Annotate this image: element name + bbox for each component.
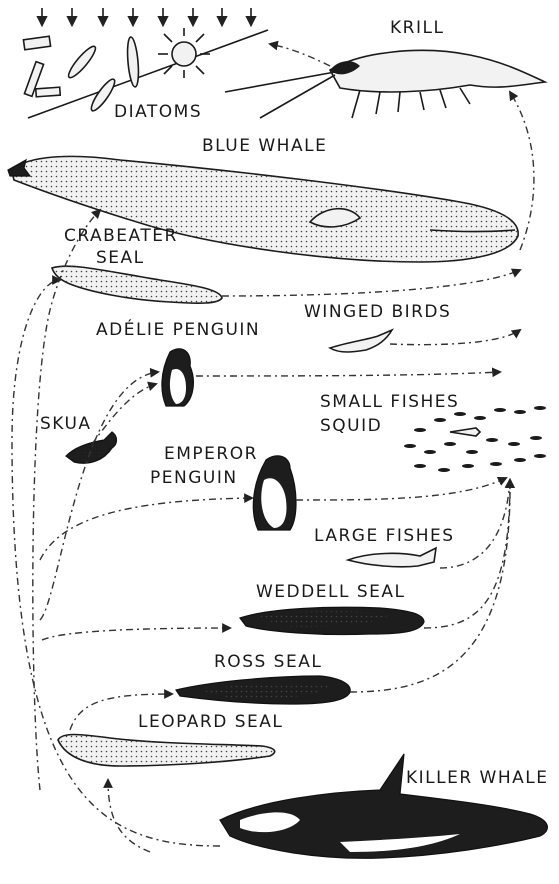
diatoms-label: DIATOMS	[114, 102, 202, 122]
winged-birds-label: WINGED BIRDS	[304, 302, 451, 322]
leopard-seal-label: LEOPARD SEAL	[138, 712, 283, 732]
emperor-penguin-illustration	[253, 456, 296, 530]
small-fishes-label-line2: SQUID	[320, 416, 382, 436]
ross-seal-illustration	[176, 676, 350, 704]
blue-whale-label: BLUE WHALE	[202, 136, 327, 156]
leopard-seal-illustration	[58, 735, 275, 767]
small-fishes-label-line1: SMALL FISHES	[320, 392, 459, 412]
large-fishes-label: LARGE FISHES	[314, 526, 455, 546]
crabeater-seal-label-line2: SEAL	[96, 248, 145, 268]
adelie-penguin-illustration	[162, 349, 193, 406]
small-fishes-squid-illustration	[404, 406, 546, 472]
skua-label: SKUA	[40, 414, 92, 434]
krill-label: KRILL	[390, 18, 444, 38]
krill-illustration	[225, 50, 545, 118]
emperor-penguin-label-line1: EMPEROR	[164, 444, 258, 464]
crabeater-seal-label-line1: CRABEATER	[64, 226, 178, 246]
crabeater-seal-illustration	[52, 266, 222, 303]
adelie-penguin-label: ADÉLIE PENGUIN	[96, 320, 260, 340]
weddell-seal-label: WEDDELL SEAL	[256, 582, 405, 602]
emperor-penguin-label-line2: PENGUIN	[150, 468, 238, 488]
winged-birds-illustration	[330, 330, 392, 352]
blue-whale-illustration	[8, 156, 518, 262]
killer-whale-label: KILLER WHALE	[406, 768, 549, 788]
ross-seal-label: ROSS SEAL	[214, 652, 322, 672]
skua-illustration	[66, 432, 117, 463]
large-fishes-illustration	[348, 548, 436, 567]
weddell-seal-illustration	[240, 607, 424, 634]
sunlight-arrows	[42, 8, 251, 25]
